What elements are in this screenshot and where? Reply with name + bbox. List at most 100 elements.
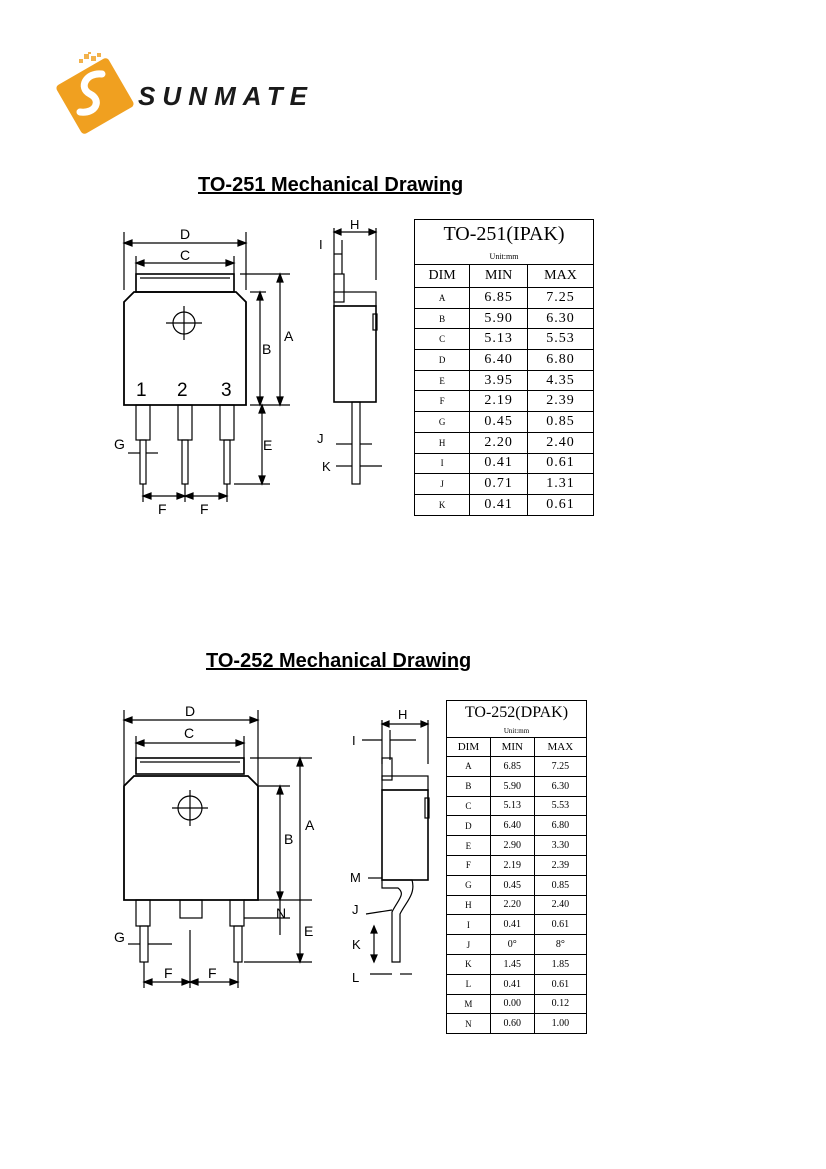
dim-cell: K [446, 953, 491, 975]
min-cell: 3.95 [469, 369, 529, 392]
min-cell: 0.60 [489, 1013, 535, 1035]
max-cell: 0.85 [533, 874, 588, 896]
min-cell: 0.41 [489, 914, 535, 936]
dim-cell: J [446, 934, 491, 955]
dim-label-J: J [352, 902, 359, 917]
dim-cell: D [446, 815, 491, 837]
section-title-to251: TO-251 Mechanical Drawing [198, 174, 464, 196]
dim-cell: F [446, 854, 491, 876]
dim-cell: H [413, 431, 471, 454]
max-cell: 8° [533, 934, 588, 955]
min-cell: 2.19 [489, 854, 535, 876]
dim-label-F1: F [158, 501, 167, 517]
min-cell: 2.90 [489, 835, 535, 856]
min-cell: 0.00 [489, 993, 535, 1015]
section-title-to252: TO-252 Mechanical Drawing [206, 650, 472, 672]
max-cell: 2.40 [533, 894, 588, 916]
dim-cell: N [446, 1013, 491, 1035]
max-cell: 0.61 [527, 452, 594, 475]
min-cell: 0° [489, 934, 535, 955]
max-cell: 2.40 [527, 431, 594, 454]
table-unit: Unit:mm [414, 248, 594, 265]
dim-cell: C [413, 328, 471, 351]
max-cell: 6.80 [527, 349, 594, 371]
max-cell: 0.61 [533, 973, 588, 995]
min-cell: 5.13 [469, 328, 529, 351]
dim-label-F2: F [208, 965, 217, 981]
dim-cell: K [413, 493, 471, 516]
max-cell: 0.85 [527, 411, 594, 433]
brand-logo: SUNMATE [50, 51, 320, 138]
dim-cell: I [446, 914, 491, 936]
max-cell: 5.53 [533, 795, 588, 817]
max-cell: 0.61 [527, 493, 594, 516]
dim-label-D: D [180, 226, 190, 242]
to251-drawing: D C 1 2 3 B A E G F F H I J K [114, 217, 382, 517]
dim-label-L: L [352, 970, 359, 985]
dim-label-C: C [180, 247, 190, 263]
col-header: DIM [446, 737, 491, 757]
min-cell: 2.19 [469, 390, 529, 413]
max-cell: 5.53 [527, 328, 594, 351]
dim-label-N: N [276, 905, 286, 921]
max-cell: 2.39 [527, 390, 594, 413]
min-cell: 1.45 [489, 953, 535, 975]
min-cell: 2.20 [469, 431, 529, 454]
col-header: MIN [489, 737, 535, 757]
dim-cell: M [446, 993, 491, 1015]
table-unit: Unit:mm [446, 725, 587, 738]
min-cell: 6.85 [469, 287, 529, 309]
dim-cell: A [413, 287, 471, 309]
dim-label-K: K [352, 937, 361, 952]
min-cell: 0.41 [469, 452, 529, 475]
dim-label-D: D [185, 703, 195, 719]
max-cell: 1.00 [533, 1013, 588, 1035]
col-header: MAX [527, 264, 594, 288]
dim-cell: L [446, 973, 491, 995]
dim-label-I: I [319, 237, 323, 252]
max-cell: 6.30 [533, 775, 588, 797]
min-cell: 6.85 [489, 756, 535, 777]
dim-cell: B [413, 307, 471, 330]
max-cell: 7.25 [533, 756, 588, 777]
max-cell: 6.80 [533, 815, 588, 837]
dim-label-F2: F [200, 501, 209, 517]
min-cell: 0.45 [469, 411, 529, 433]
min-cell: 0.45 [489, 874, 535, 896]
max-cell: 3.30 [533, 835, 588, 856]
max-cell: 6.30 [527, 307, 594, 330]
brand-wordmark: SUNMATE [138, 81, 310, 111]
dim-label-F1: F [164, 965, 173, 981]
max-cell: 7.25 [527, 287, 594, 309]
dim-label-E: E [263, 437, 272, 453]
max-cell: 0.12 [533, 993, 588, 1015]
max-cell: 2.39 [533, 854, 588, 876]
dim-cell: G [413, 411, 471, 433]
table-header-row: DIM MIN MAX [413, 264, 594, 288]
to252-drawing: D C B A N E G F F H I M J K L [114, 703, 430, 988]
dim-label-E: E [304, 923, 313, 939]
dim-label-K: K [322, 459, 331, 474]
min-cell: 2.20 [489, 894, 535, 916]
